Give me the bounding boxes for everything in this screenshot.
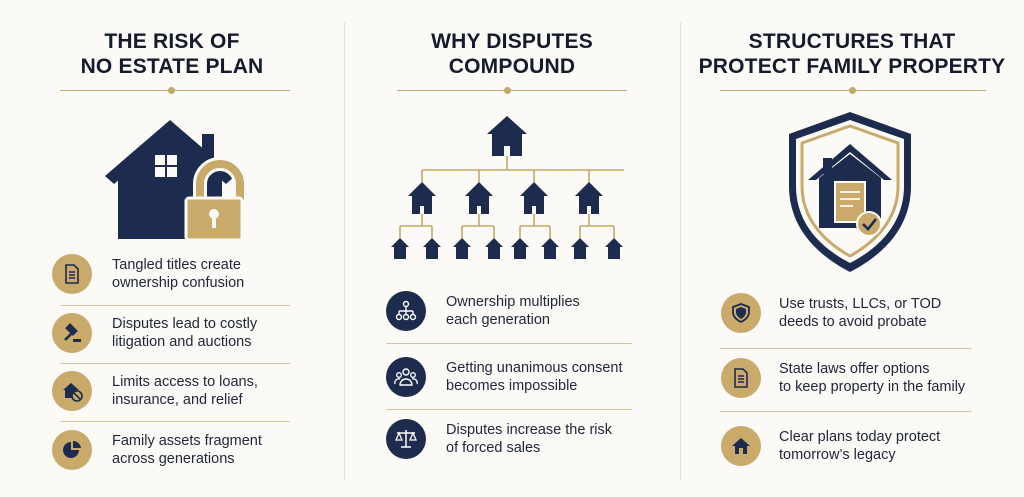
shield-house-illustration	[789, 112, 911, 272]
list-item: State laws offer options to keep propert…	[721, 353, 965, 403]
column-divider	[680, 22, 681, 480]
item-text: State laws offer options to keep propert…	[779, 361, 966, 395]
house-blocked-icon	[52, 371, 92, 411]
divider	[386, 409, 632, 410]
title-rule-dot	[849, 87, 856, 94]
shield-icon	[721, 293, 761, 333]
item-text: Ownership multiplies each generation	[446, 294, 580, 328]
gavel-icon	[52, 313, 92, 353]
column-title: STRUCTURES THAT PROTECT FAMILY PROPERTY	[698, 30, 1006, 78]
column-divider	[344, 22, 345, 480]
risk-column: THE RISK OF NO ESTATE PLAN Tangled title…	[0, 0, 344, 497]
list-item: Use trusts, LLCs, or TOD deeds to avoid …	[721, 288, 941, 338]
title-rule-dot	[168, 87, 175, 94]
divider	[60, 363, 290, 364]
item-text: Disputes lead to costly litigation and a…	[112, 316, 258, 350]
title-rule	[397, 90, 627, 91]
list-item: Disputes increase the risk of forced sal…	[386, 414, 612, 464]
item-text: Clear plans today protect tomorrow’s leg…	[779, 429, 941, 463]
item-text: Tangled titles create ownership confusio…	[112, 257, 245, 291]
item-text: Use trusts, LLCs, or TOD deeds to avoid …	[779, 296, 942, 330]
list-item: Disputes lead to costly litigation and a…	[52, 308, 257, 358]
scales-icon	[386, 419, 426, 459]
home-icon	[721, 426, 761, 466]
family-tree-illustration	[391, 116, 624, 259]
divider	[60, 305, 290, 306]
list-item: Ownership multiplies each generation	[386, 286, 580, 336]
network-icon	[386, 291, 426, 331]
house-lock-illustration	[105, 120, 247, 242]
document-icon	[721, 358, 761, 398]
divider	[386, 343, 632, 344]
item-text: Disputes increase the risk of forced sal…	[446, 422, 613, 456]
list-item: Getting unanimous consent becomes imposs…	[386, 352, 623, 402]
list-item: Family assets fragment across generation…	[52, 425, 262, 475]
divider	[60, 421, 290, 422]
group-icon	[386, 357, 426, 397]
item-text: Getting unanimous consent becomes imposs…	[446, 360, 623, 394]
column-title: THE RISK OF NO ESTATE PLAN	[80, 30, 264, 78]
item-text: Family assets fragment across generation…	[112, 433, 262, 467]
pie-chart-icon	[52, 430, 92, 470]
document-icon	[52, 254, 92, 294]
disputes-column: WHY DISPUTES COMPOUND	[344, 0, 680, 497]
title-rule-dot	[504, 87, 511, 94]
list-item: Clear plans today protect tomorrow’s leg…	[721, 421, 940, 471]
title-rule	[60, 90, 290, 91]
divider	[720, 411, 972, 412]
list-item: Tangled titles create ownership confusio…	[52, 249, 244, 299]
divider	[720, 348, 972, 349]
item-text: Limits access to loans, insurance, and r…	[112, 374, 258, 408]
structures-column: STRUCTURES THAT PROTECT FAMILY PROPERTY …	[680, 0, 1024, 497]
column-title: WHY DISPUTES COMPOUND	[431, 30, 593, 78]
list-item: Limits access to loans, insurance, and r…	[52, 366, 258, 416]
